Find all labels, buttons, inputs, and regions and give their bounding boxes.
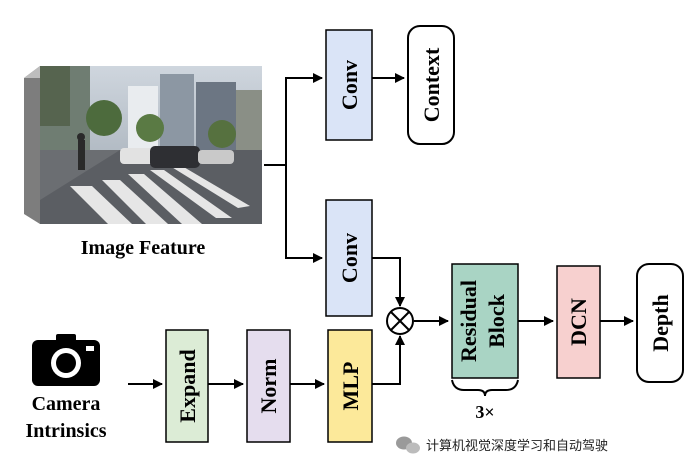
residual-label-line2: Block — [484, 293, 509, 348]
mlp-label: MLP — [338, 362, 363, 411]
watermark-text: 计算机视觉深度学习和自动驾驶 — [426, 438, 608, 454]
context-label: Context — [419, 47, 444, 122]
conv-mid-block: Conv — [325, 199, 373, 317]
norm-block: Norm — [246, 329, 291, 443]
wechat-icon — [396, 436, 420, 454]
expand-block: Expand — [165, 329, 209, 443]
street-scene-image — [40, 66, 262, 224]
norm-label: Norm — [256, 359, 281, 414]
conv-top-label: Conv — [337, 60, 362, 110]
dcn-block: DCN — [556, 265, 601, 379]
image-feature-label: Image Feature — [81, 237, 206, 259]
multiply-operator-icon — [386, 307, 414, 335]
dcn-label: DCN — [566, 298, 591, 346]
conv-top-block: Conv — [325, 29, 373, 141]
residual-block: Residual Block — [451, 263, 519, 379]
camera-label-line2: Intrinsics — [25, 420, 106, 442]
residual-label-line1: Residual — [456, 280, 481, 362]
depth-block: Depth — [636, 263, 684, 383]
camera-label-line1: Camera — [32, 393, 101, 415]
camera-icon — [32, 334, 100, 386]
expand-label: Expand — [175, 349, 200, 422]
context-block: Context — [407, 25, 455, 145]
repeat-bracket — [451, 379, 519, 397]
repeat-label: 3× — [475, 402, 494, 422]
depth-label: Depth — [648, 294, 673, 351]
connectors — [128, 73, 634, 389]
conv-mid-label: Conv — [337, 233, 362, 283]
image-feature-block — [24, 66, 262, 224]
mlp-block: MLP — [327, 329, 373, 443]
